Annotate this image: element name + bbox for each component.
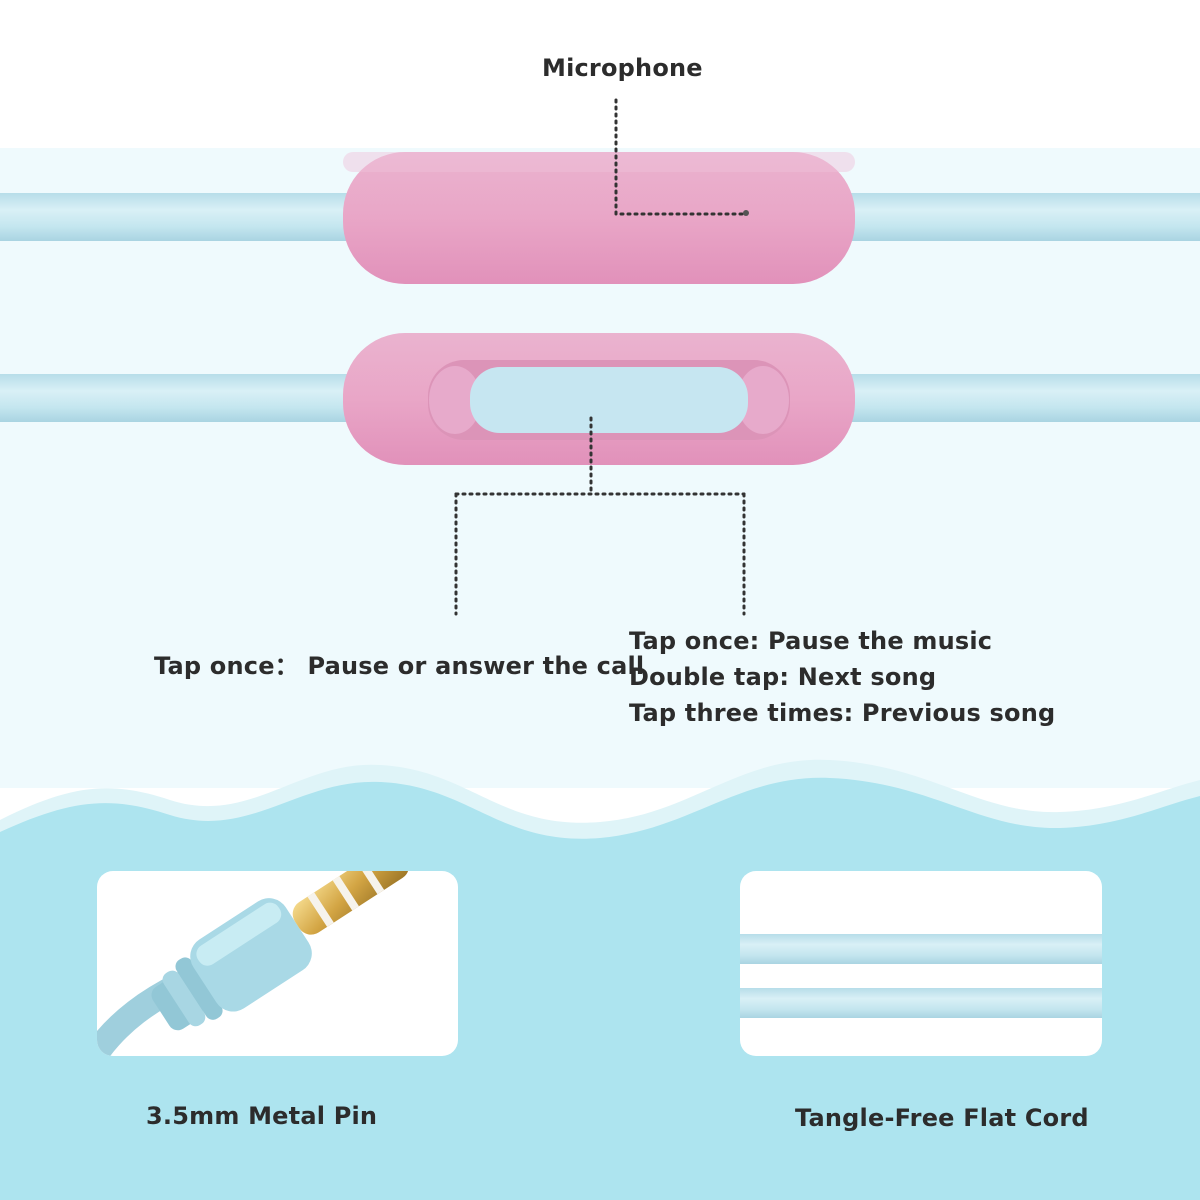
tap-once-music-label: Tap once: Pause the music <box>629 627 993 655</box>
metal-pin-caption: 3.5mm Metal Pin <box>146 1102 378 1130</box>
button-functions-list: Tap once: Pause the music Double tap: Ne… <box>629 623 1055 731</box>
tap-once-call-label: Tap once： Pause or answer the call <box>154 652 645 680</box>
microphone-label: Microphone <box>542 54 703 82</box>
remote-microphone-side <box>343 152 855 284</box>
inset-metal-pin <box>97 871 458 1056</box>
flat-cord-caption: Tangle-Free Flat Cord <box>795 1104 1089 1132</box>
button-leader-line <box>454 416 746 616</box>
microphone-hole <box>743 210 749 216</box>
double-tap-label: Double tap: Next song <box>629 663 937 691</box>
inset-flat-cord <box>740 871 1102 1056</box>
microphone-leader-line <box>614 98 747 216</box>
triple-tap-label: Tap three times: Previous song <box>629 699 1056 727</box>
multifunction-button <box>470 367 748 433</box>
